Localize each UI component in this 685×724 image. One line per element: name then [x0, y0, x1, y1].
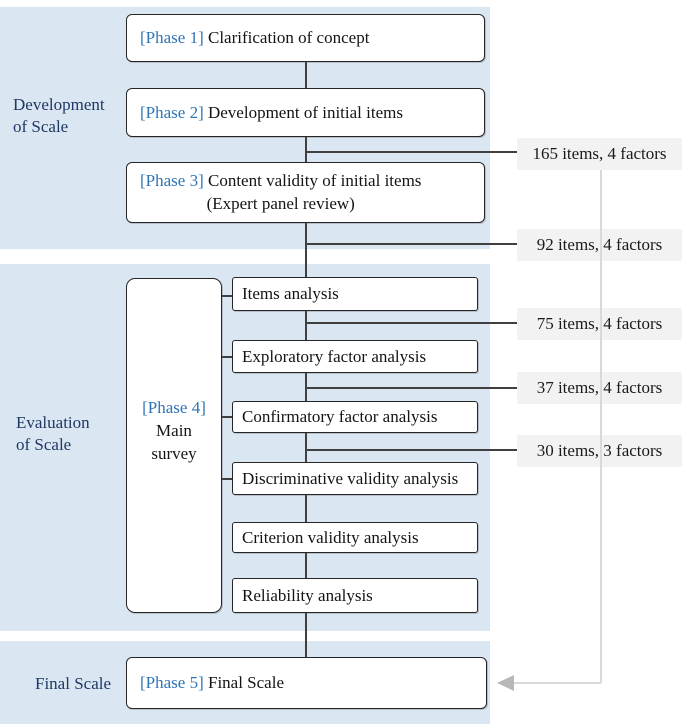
phase4-tick-exploratory — [222, 356, 232, 358]
phase5-title: Final Scale — [207, 673, 284, 692]
step-label: Exploratory factor analysis — [242, 346, 427, 366]
section-label-evaluation: Evaluation of Scale — [16, 413, 90, 455]
connector-line-165-items — [306, 151, 517, 153]
connector-line-37-items — [306, 387, 517, 389]
section-label-final: Final Scale — [35, 674, 112, 693]
feedback-line-vertical — [600, 170, 602, 683]
phase5-tag: [Phase 5] — [140, 673, 204, 692]
panel-evaluation-of-scale — [0, 264, 490, 631]
step-label: Discriminative validity analysis — [242, 468, 459, 488]
phase1-box: [Phase 1] Clarification of concept — [126, 14, 485, 62]
phase4-tick-items-analysis — [222, 295, 232, 297]
annotation-75-items: 75 items, 4 factors — [517, 308, 682, 340]
phase4-title-line1: Main — [156, 421, 192, 441]
phase2-tag: [Phase 2] — [140, 102, 204, 122]
step-label: Items analysis — [242, 284, 339, 303]
phase1-title: Clarification of concept — [207, 28, 370, 47]
connector-line-30-items — [306, 449, 517, 451]
section-label-development: Development of Scale — [13, 95, 105, 137]
phase1-tag: [Phase 1] — [140, 28, 204, 47]
feedback-arrowhead-icon — [497, 675, 514, 691]
phase3-subtitle: (Expert panel review) — [206, 193, 355, 213]
phase5-box: [Phase 5] Final Scale — [126, 657, 487, 709]
step-label: Criterion validity analysis — [242, 527, 419, 547]
step-box-discriminative-validity-analysis: Discriminative validity analysis — [232, 462, 478, 495]
step-label: Reliability analysis — [242, 585, 373, 605]
step-label: Confirmatory factor analysis — [242, 407, 438, 426]
step-box-confirmatory-factor-analysis: Confirmatory factor analysis — [232, 401, 478, 433]
annotation-165-items: 165 items, 4 factors — [517, 138, 682, 170]
phase2-title: Development of initial items — [207, 102, 403, 122]
annotation-30-items: 30 items, 3 factors — [517, 435, 682, 467]
step-box-reliability-analysis: Reliability analysis — [232, 578, 478, 613]
step-box-items-analysis: Items analysis — [232, 277, 478, 311]
phase3-tag: [Phase 3] — [140, 170, 204, 190]
annotation-37-items: 37 items, 4 factors — [517, 372, 682, 404]
connector-line-92-items — [306, 243, 517, 245]
connector-line-75-items — [306, 322, 517, 324]
phase4-tag: [Phase 4] — [142, 398, 206, 418]
phase4-title-line2: survey — [151, 443, 197, 463]
phase4-tick-confirmatory — [222, 416, 232, 418]
annotation-92-items: 92 items, 4 factors — [517, 229, 682, 261]
phase2-box: [Phase 2] Development of initial items — [126, 88, 485, 137]
phase4-box: [Phase 4] Main survey — [126, 278, 222, 613]
step-box-criterion-validity-analysis: Criterion validity analysis — [232, 522, 478, 553]
phase3-box: [Phase 3] Content validity of initial it… — [126, 162, 485, 223]
step-box-exploratory-factor-analysis: Exploratory factor analysis — [232, 340, 478, 373]
feedback-line-horizontal — [514, 682, 601, 684]
phase3-title: Content validity of initial items — [207, 170, 422, 190]
phase4-tick-discriminative — [222, 478, 232, 480]
